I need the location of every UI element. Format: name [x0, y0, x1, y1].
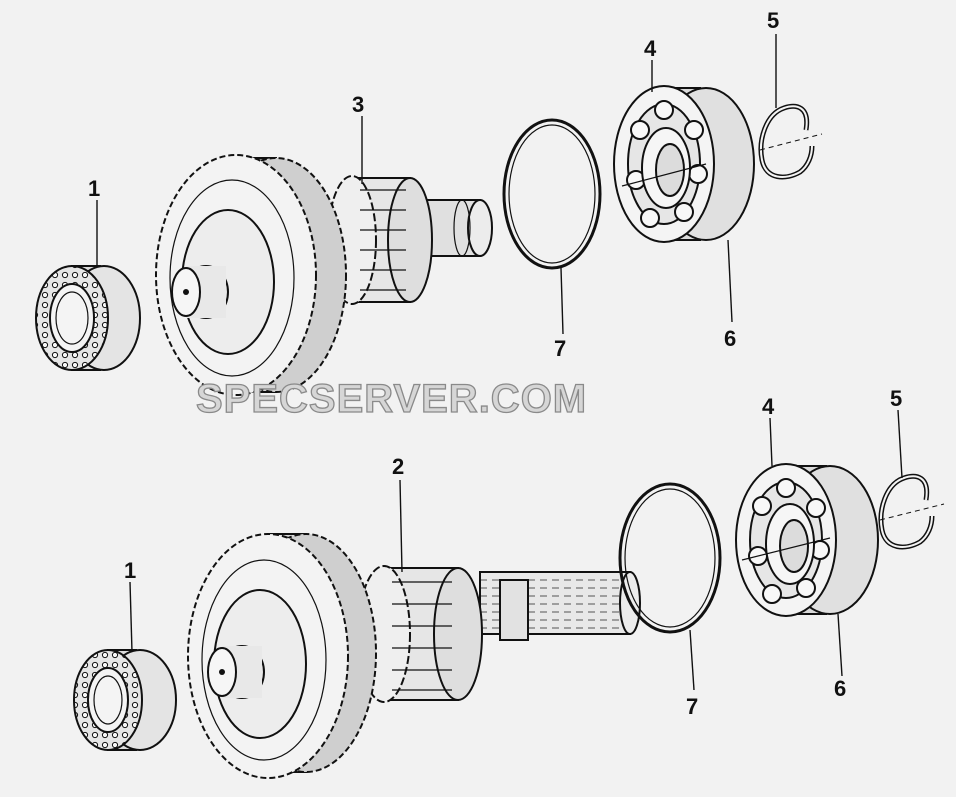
top-pinion-gear [327, 175, 433, 305]
top-snap-ring [502, 118, 602, 270]
bottom-leader-1 [129, 581, 133, 653]
top-retaining-clip [758, 103, 823, 180]
bottom-leader-6 [837, 613, 843, 677]
top-large-gear [155, 154, 347, 396]
bottom-splined-shaft [479, 571, 641, 641]
top-callout-4: 4 [644, 36, 657, 61]
top-callout-5: 5 [767, 8, 779, 33]
bottom-callout-4: 4 [762, 394, 775, 419]
top-callout-6: 6 [724, 326, 736, 351]
top-assembly: 1 3 7 4 5 6 [35, 8, 823, 396]
watermark: SPECSERVER.COM [196, 377, 587, 421]
bottom-pinion-gear [357, 565, 483, 703]
top-ball-bearing [613, 85, 755, 243]
bottom-leader-2 [399, 479, 403, 573]
bottom-callout-5: 5 [890, 386, 902, 411]
top-roller-bearing [35, 265, 141, 371]
bottom-assembly: 1 2 7 4 5 6 [73, 386, 945, 779]
bottom-leader-7 [689, 629, 695, 691]
top-leader-7 [560, 267, 564, 335]
bottom-leader-5 [897, 409, 903, 479]
bottom-large-gear [187, 533, 377, 779]
top-callout-1: 1 [88, 176, 100, 201]
bottom-roller-bearing [73, 649, 177, 751]
top-callout-7: 7 [554, 336, 566, 361]
bottom-callout-2: 2 [392, 454, 404, 479]
bottom-callout-6: 6 [834, 676, 846, 701]
bottom-leader-4 [769, 417, 773, 467]
top-callout-3: 3 [352, 92, 364, 117]
bottom-snap-ring [618, 482, 722, 634]
bottom-retaining-clip [878, 473, 945, 550]
top-leader-6 [727, 239, 733, 323]
bottom-ball-bearing [735, 463, 879, 617]
bottom-callout-7: 7 [686, 694, 698, 719]
bottom-callout-1: 1 [124, 558, 136, 583]
